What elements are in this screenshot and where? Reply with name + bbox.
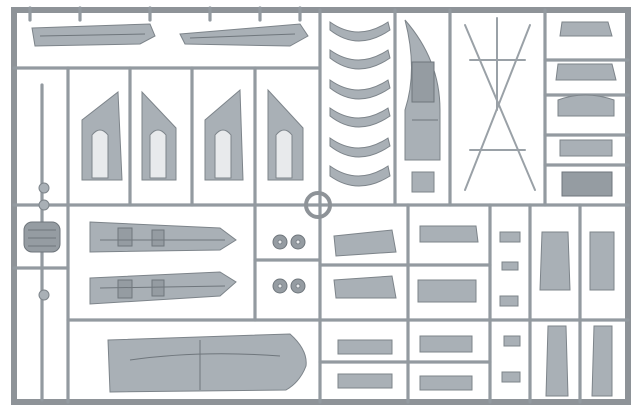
wheels	[272, 234, 306, 294]
lower-centre-parts	[337, 335, 473, 391]
tail-fin-1	[81, 91, 123, 181]
rod-discs	[23, 182, 61, 301]
tail-fin-3	[204, 88, 244, 181]
nacelle-parts	[333, 225, 479, 303]
curved-brackets	[329, 21, 391, 187]
bulkhead-part	[404, 19, 441, 193]
wing-panel-lower	[89, 271, 237, 305]
fuselage-half	[107, 333, 307, 393]
tail-fin-4	[267, 88, 304, 181]
clamp-parts	[555, 21, 617, 197]
wing-strip-left	[31, 23, 156, 47]
tail-fin-2	[141, 90, 177, 181]
x-struts	[464, 17, 536, 191]
wing-strip-right	[179, 23, 309, 47]
sprue-ring	[304, 191, 332, 219]
small-bits	[499, 231, 521, 383]
wing-panel-upper	[89, 221, 237, 253]
sprue-runners	[12, 8, 630, 404]
tall-panels	[539, 231, 615, 397]
